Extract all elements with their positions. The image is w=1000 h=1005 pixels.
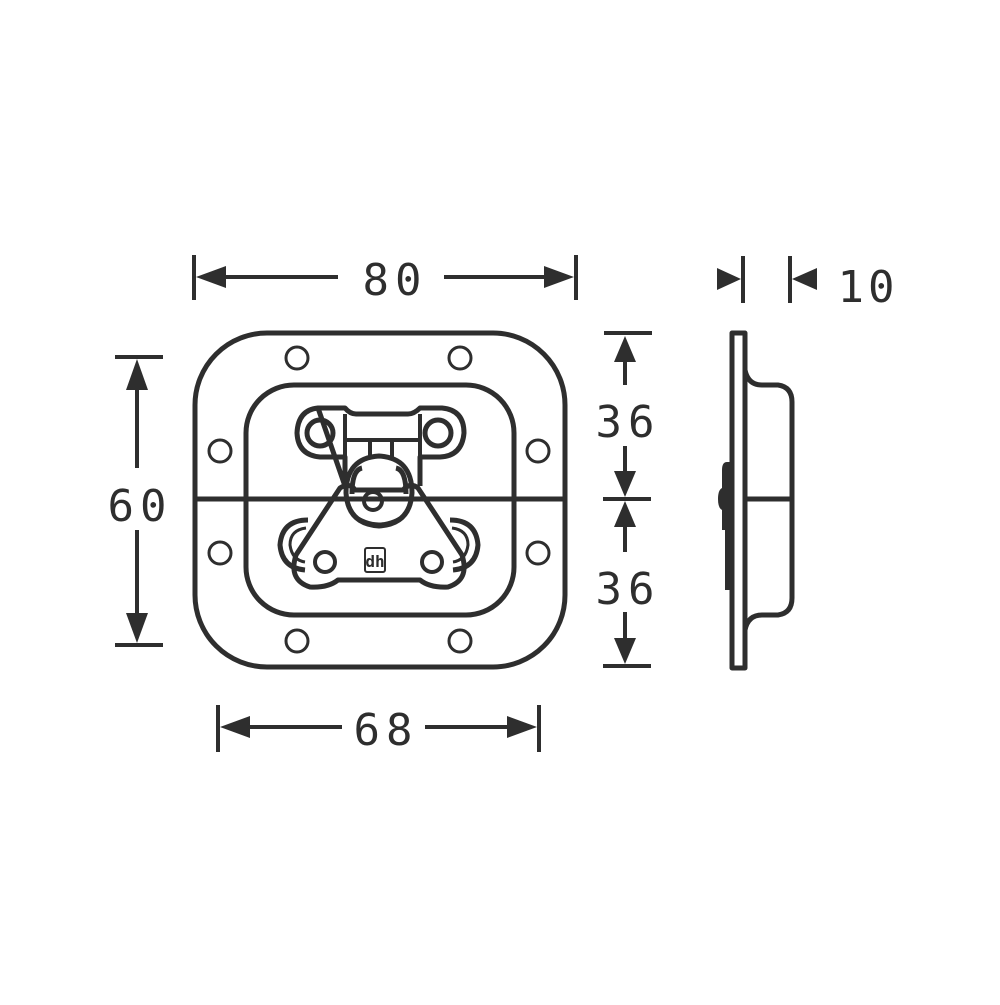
arrow-down-icon (126, 613, 148, 643)
mounting-hole (207, 540, 233, 566)
mounting-hole (525, 540, 551, 566)
arrow-down-icon (614, 471, 636, 497)
side-view (718, 330, 795, 671)
arrow-down-icon (614, 638, 636, 664)
arrow-right-icon (507, 716, 537, 738)
side-flange (729, 330, 748, 671)
dimension-68-label: 68 (354, 705, 419, 756)
dimension-68: 68 (216, 705, 541, 756)
arrow-left-icon (220, 716, 250, 738)
mounting-hole (447, 345, 473, 371)
mounting-hole (284, 345, 310, 371)
dimension-10: 10 (717, 256, 899, 313)
dimension-36-lower: 36 (596, 501, 661, 668)
arrow-left-icon (792, 268, 817, 290)
dimension-80-label: 80 (363, 255, 428, 306)
logo-text: dh (365, 552, 384, 571)
catch-plate (291, 482, 467, 590)
side-latch-protrusion (718, 462, 732, 590)
mounting-holes (207, 345, 551, 654)
rivet-hole (313, 550, 337, 574)
hinge-bracket (294, 405, 467, 489)
arrow-up-icon (614, 336, 636, 362)
arrow-right-icon (717, 268, 741, 290)
logo-icon: dh (364, 547, 386, 573)
dimension-80: 80 (192, 255, 578, 306)
dimension-10-label: 10 (838, 262, 899, 313)
dimension-36-upper: 36 (596, 331, 661, 497)
mounting-hole (284, 628, 310, 654)
dimension-36-lower-label: 36 (596, 564, 661, 615)
arrow-left-icon (196, 266, 226, 288)
rivet-hole (420, 550, 444, 574)
dimension-60-label: 60 (108, 481, 173, 532)
dimension-60: 60 (108, 355, 173, 647)
arrow-up-icon (614, 501, 636, 527)
arrow-up-icon (126, 359, 148, 390)
handle-pivot (362, 490, 384, 512)
mounting-hole (207, 438, 233, 464)
dimension-36-upper-label: 36 (596, 397, 661, 448)
mounting-hole (447, 628, 473, 654)
mounting-hole (525, 438, 551, 464)
butterfly-handle (343, 453, 415, 529)
arrow-right-icon (544, 266, 574, 288)
outer-flange (192, 330, 568, 670)
front-view: dh (192, 330, 568, 670)
